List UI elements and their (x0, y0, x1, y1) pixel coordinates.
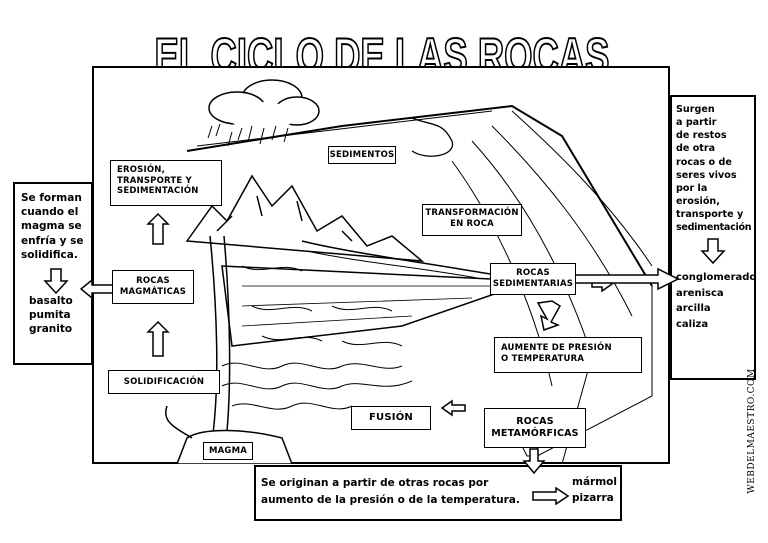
label-fusion: FUSIÓN (351, 406, 431, 430)
label-erosion: EROSIÓN, TRANSPORTE Y SEDIMENTACIÓN (110, 160, 222, 206)
watermark-text: WEBDELMAESTRO.COM (747, 368, 757, 494)
right-arrow-icon (532, 487, 570, 505)
igneous-rock-list: basalto pumita granito (29, 294, 73, 336)
label-sedimentos: SEDIMENTOS (328, 146, 396, 164)
label-rocas-sedimentarias: ROCAS SEDIMENTARIAS (490, 263, 576, 295)
rock-cycle-illustration (92, 66, 670, 464)
label-rocas-metamorficas: ROCAS METAMÓRFICAS (484, 408, 586, 448)
down-arrow-icon (700, 238, 726, 265)
left-panel: Se forman cuando el magma se enfría y se… (13, 182, 93, 365)
label-rocas-magmaticas: ROCAS MAGMÁTICAS (112, 270, 194, 304)
label-solidificacion: SOLIDIFICACIÓN (108, 370, 220, 394)
left-arrow-icon (80, 279, 114, 299)
right-panel: Surgen a partir de restos de otra rocas … (670, 95, 756, 380)
bottom-panel: Se originan a partir de otras rocas por … (254, 465, 622, 521)
arrows (146, 212, 614, 457)
sedimentary-rock-list: conglomerado arenisca arcilla caliza (676, 272, 757, 330)
right-panel-text: Surgen a partir de restos de otra rocas … (676, 104, 752, 234)
left-panel-text: Se forman cuando el magma se enfría y se… (21, 192, 84, 261)
mountains-icon (185, 174, 425, 262)
rain-cloud-icon (208, 79, 320, 130)
bottom-panel-text: Se originan a partir de otras rocas por … (261, 477, 520, 506)
metamorphic-rock-list: mármol pizarra (572, 476, 617, 504)
rain-icon (207, 123, 289, 147)
label-transformacion: TRANSFORMACIÓN EN ROCA (422, 204, 522, 236)
down-arrow-icon (43, 268, 69, 294)
label-aumento-presion: AUMENTE DE PRESIÓN O TEMPERATURA (494, 337, 642, 373)
label-magma: MAGMA (203, 442, 253, 460)
down-arrow-icon (522, 448, 546, 474)
watermark: WEBDELMAESTRO.COM (746, 338, 758, 528)
right-arrow-icon (572, 267, 680, 291)
